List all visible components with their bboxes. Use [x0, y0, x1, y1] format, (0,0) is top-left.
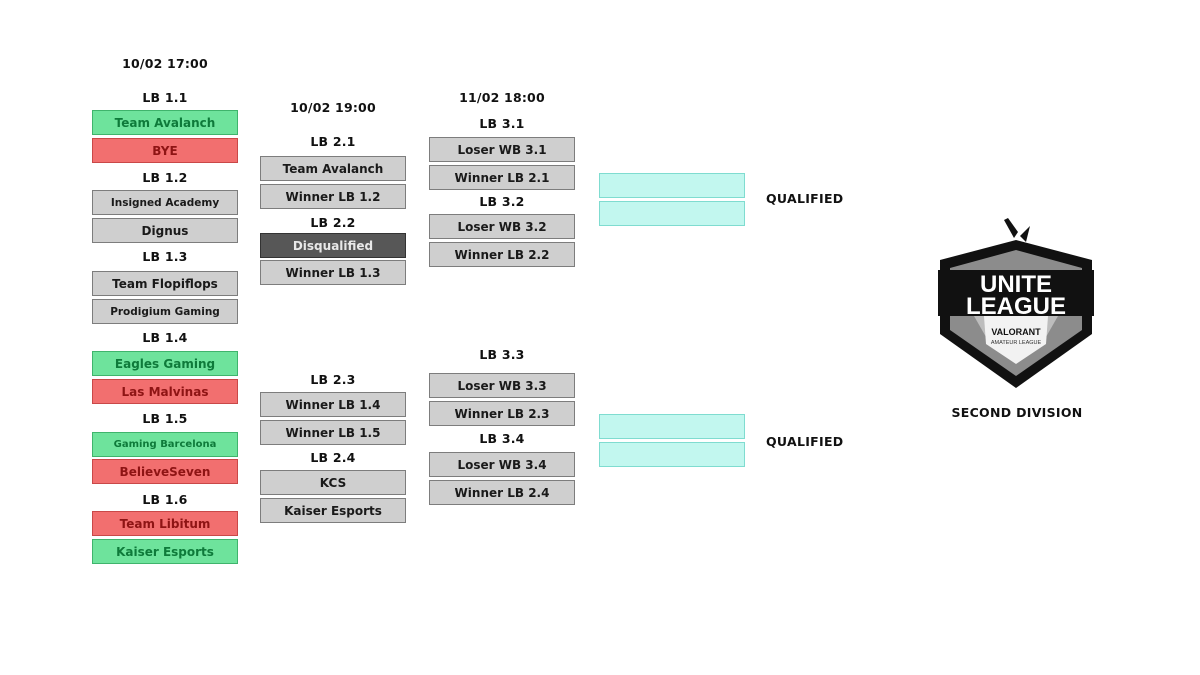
team-slot-lb-2-2-b[interactable]: Winner LB 1.3 — [260, 260, 406, 285]
match-label-lb-1-4: LB 1.4 — [142, 330, 188, 345]
team-slot-lb-1-4-b[interactable]: Las Malvinas — [92, 379, 238, 404]
team-slot-lb-1-1-b[interactable]: BYE — [92, 138, 238, 163]
round1-time: 10/02 17:00 — [122, 56, 208, 71]
match-label-lb-1-1: LB 1.1 — [142, 90, 188, 105]
logo-line2: LEAGUE — [966, 293, 1066, 320]
qualified-slot-1[interactable] — [599, 173, 745, 198]
team-slot-lb-2-4-b[interactable]: Kaiser Esports — [260, 498, 406, 523]
round2-time: 10/02 19:00 — [290, 100, 376, 115]
round3-time: 11/02 18:00 — [459, 90, 545, 105]
team-slot-lb-3-1-b[interactable]: Winner LB 2.1 — [429, 165, 575, 190]
team-slot-lb-1-3-a[interactable]: Team Flopiflops — [92, 271, 238, 296]
match-label-lb-1-6: LB 1.6 — [142, 492, 188, 507]
team-slot-lb-3-1-a[interactable]: Loser WB 3.1 — [429, 137, 575, 162]
team-slot-lb-3-2-a[interactable]: Loser WB 3.2 — [429, 214, 575, 239]
match-label-lb-1-3: LB 1.3 — [142, 249, 188, 264]
division-title: SECOND DIVISION — [951, 405, 1083, 420]
team-slot-lb-1-6-b[interactable]: Kaiser Esports — [92, 539, 238, 564]
match-label-lb-2-1: LB 2.1 — [310, 134, 356, 149]
team-slot-lb-2-3-a[interactable]: Winner LB 1.4 — [260, 392, 406, 417]
team-slot-lb-2-3-b[interactable]: Winner LB 1.5 — [260, 420, 406, 445]
team-slot-lb-1-6-a[interactable]: Team Libitum — [92, 511, 238, 536]
team-slot-lb-3-3-a[interactable]: Loser WB 3.3 — [429, 373, 575, 398]
team-slot-lb-1-1-a[interactable]: Team Avalanch — [92, 110, 238, 135]
team-slot-lb-3-3-b[interactable]: Winner LB 2.3 — [429, 401, 575, 426]
team-slot-lb-1-4-a[interactable]: Eagles Gaming — [92, 351, 238, 376]
team-slot-lb-2-1-a[interactable]: Team Avalanch — [260, 156, 406, 181]
match-label-lb-1-2: LB 1.2 — [142, 170, 188, 185]
team-slot-lb-3-4-b[interactable]: Winner LB 2.4 — [429, 480, 575, 505]
qualified-label-bottom: QUALIFIED — [766, 434, 844, 449]
match-label-lb-2-2: LB 2.2 — [310, 215, 356, 230]
team-slot-lb-2-1-b[interactable]: Winner LB 1.2 — [260, 184, 406, 209]
match-label-lb-2-3: LB 2.3 — [310, 372, 356, 387]
match-label-lb-3-4: LB 3.4 — [479, 431, 525, 446]
team-slot-lb-1-3-b[interactable]: Prodigium Gaming — [92, 299, 238, 324]
qualified-label-top: QUALIFIED — [766, 191, 844, 206]
logo-brand: VALORANT — [991, 327, 1041, 337]
logo-line1: UNITE — [980, 271, 1052, 298]
match-label-lb-3-1: LB 3.1 — [479, 116, 525, 131]
team-slot-lb-2-2-a[interactable]: Disqualified — [260, 233, 406, 258]
team-slot-lb-1-2-a[interactable]: Insigned Academy — [92, 190, 238, 215]
valorant-emblem-icon — [1004, 218, 1018, 238]
qualified-slot-3[interactable] — [599, 414, 745, 439]
qualified-slot-2[interactable] — [599, 201, 745, 226]
logo-sub: AMATEUR LEAGUE — [991, 340, 1042, 346]
match-label-lb-3-3: LB 3.3 — [479, 347, 525, 362]
team-slot-lb-1-5-b[interactable]: BelieveSeven — [92, 459, 238, 484]
team-slot-lb-2-4-a[interactable]: KCS — [260, 470, 406, 495]
unite-league-logo: UNITE LEAGUE VALORANT AMATEUR LEAGUE — [938, 218, 1094, 388]
team-slot-lb-1-5-a[interactable]: Gaming Barcelona — [92, 432, 238, 457]
match-label-lb-2-4: LB 2.4 — [310, 450, 356, 465]
match-label-lb-1-5: LB 1.5 — [142, 411, 188, 426]
qualified-slot-4[interactable] — [599, 442, 745, 467]
match-label-lb-3-2: LB 3.2 — [479, 194, 525, 209]
team-slot-lb-1-2-b[interactable]: Dignus — [92, 218, 238, 243]
team-slot-lb-3-4-a[interactable]: Loser WB 3.4 — [429, 452, 575, 477]
team-slot-lb-3-2-b[interactable]: Winner LB 2.2 — [429, 242, 575, 267]
